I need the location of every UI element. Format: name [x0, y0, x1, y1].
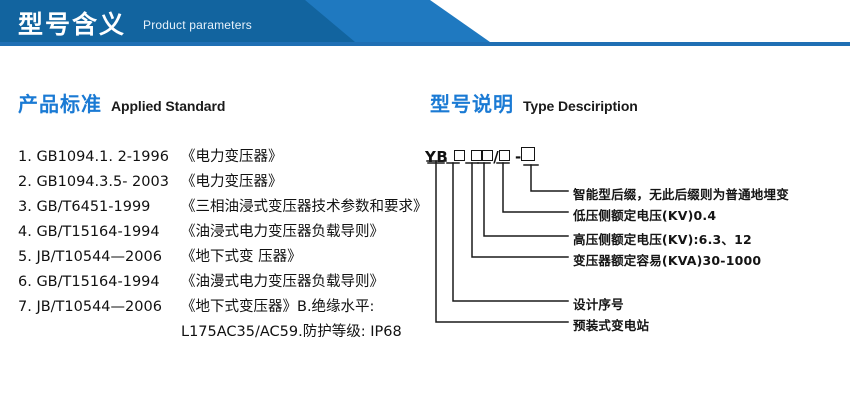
header-title-cn: 型号含义: [18, 10, 127, 39]
model-code-slot-1: [453, 150, 465, 161]
model-code-slot-5: [521, 147, 536, 161]
standard-code: 6. GB/T15164-1994: [18, 274, 160, 290]
model-code-slot-4: [498, 150, 510, 161]
leader-prefab-substation: [435, 160, 569, 323]
section-heading-applied-standard: 产品标准 Applied Standard: [18, 88, 225, 117]
callout-lv-rated-voltage: 低压侧额定电压(KV)0.4: [573, 208, 717, 223]
standard-name: 《三相油浸式变压器技术参数和要求》: [181, 199, 428, 215]
page-header-banner: 型号含义 Product parameters: [0, 0, 850, 48]
section-title-cn-left: 产品标准: [18, 92, 102, 116]
model-code-prefix: YB: [425, 148, 449, 166]
standard-code: 2. GB1094.3.5- 2003: [18, 174, 169, 190]
standard-name: 《油漫式电力变压器负载导则》: [181, 274, 384, 290]
leader-lv-rated-voltage: [502, 162, 569, 213]
callout-intelligent-suffix: 智能型后缀，无此后缀则为普通地埋变: [573, 187, 789, 202]
section-title-en-left: Applied Standard: [111, 98, 226, 114]
header-title-en: Product parameters: [143, 18, 252, 32]
callout-hv-rated-voltage: 高压侧额定电压(KV):6.3、12: [573, 232, 752, 247]
model-code-dash: -: [514, 148, 522, 166]
standard-name: 《地下式变压器》B.绝缘水平:: [181, 299, 375, 315]
leader-rated-capacity: [471, 162, 569, 258]
section-heading-type-description: 型号说明 Type Desciription: [430, 88, 638, 117]
standards-list-item: 1. GB1094.1. 2-1996 《电力变压器》: [18, 145, 448, 170]
callout-rated-capacity: 变压器额定容易(KVA)30-1000: [573, 253, 762, 268]
leader-design-serial: [452, 162, 569, 302]
header-rule: [0, 42, 850, 46]
standards-list-item: 2. GB1094.3.5- 2003 《电力变压器》: [18, 170, 448, 195]
model-code-slot-2: [471, 150, 483, 161]
leader-hv-rated-voltage: [483, 162, 569, 237]
standard-code: 7. JB/T10544—2006: [18, 299, 162, 315]
standards-list-item: 7. JB/T10544—2006 《地下式变压器》B.绝缘水平:: [18, 295, 448, 320]
section-title-cn-right: 型号说明: [430, 92, 514, 116]
standard-code: 3. GB/T6451-1999: [18, 199, 151, 215]
standards-list-item: 6. GB/T15164-1994 《油漫式电力变压器负载导则》: [18, 270, 448, 295]
standard-continuation-line: L175AC35/AC59.防护等级: IP68: [181, 324, 402, 340]
standard-name: 《电力变压器》: [181, 149, 283, 165]
standard-code: 5. JB/T10544—2006: [18, 249, 162, 265]
model-code-slash: /: [493, 148, 499, 166]
standard-code: 4. GB/T15164-1994: [18, 224, 160, 240]
standard-name: 《地下式变 压器》: [181, 249, 302, 265]
callout-prefab-substation: 预装式变电站: [573, 318, 650, 333]
model-code-slot-3: [482, 150, 494, 161]
standards-list-item: 3. GB/T6451-1999 《三相油浸式变压器技术参数和要求》: [18, 195, 448, 220]
header-shape-dark: [0, 0, 355, 42]
section-title-en-right: Type Desciription: [523, 98, 638, 114]
model-code-expression: YB / -: [425, 147, 536, 166]
standards-list-item: 4. GB/T15164-1994 《油浸式电力变压器负载导则》: [18, 220, 448, 245]
leader-intelligent-suffix: [530, 164, 569, 192]
standard-name: 《电力变压器》: [181, 174, 283, 190]
callout-design-serial: 设计序号: [573, 297, 624, 312]
standards-list-item: 5. JB/T10544—2006 《地下式变 压器》: [18, 245, 448, 270]
standards-list: 1. GB1094.1. 2-1996 《电力变压器》 2. GB1094.3.…: [18, 145, 448, 345]
standard-code: 1. GB1094.1. 2-1996: [18, 149, 169, 165]
standard-name: 《油浸式电力变压器负载导则》: [181, 224, 384, 240]
